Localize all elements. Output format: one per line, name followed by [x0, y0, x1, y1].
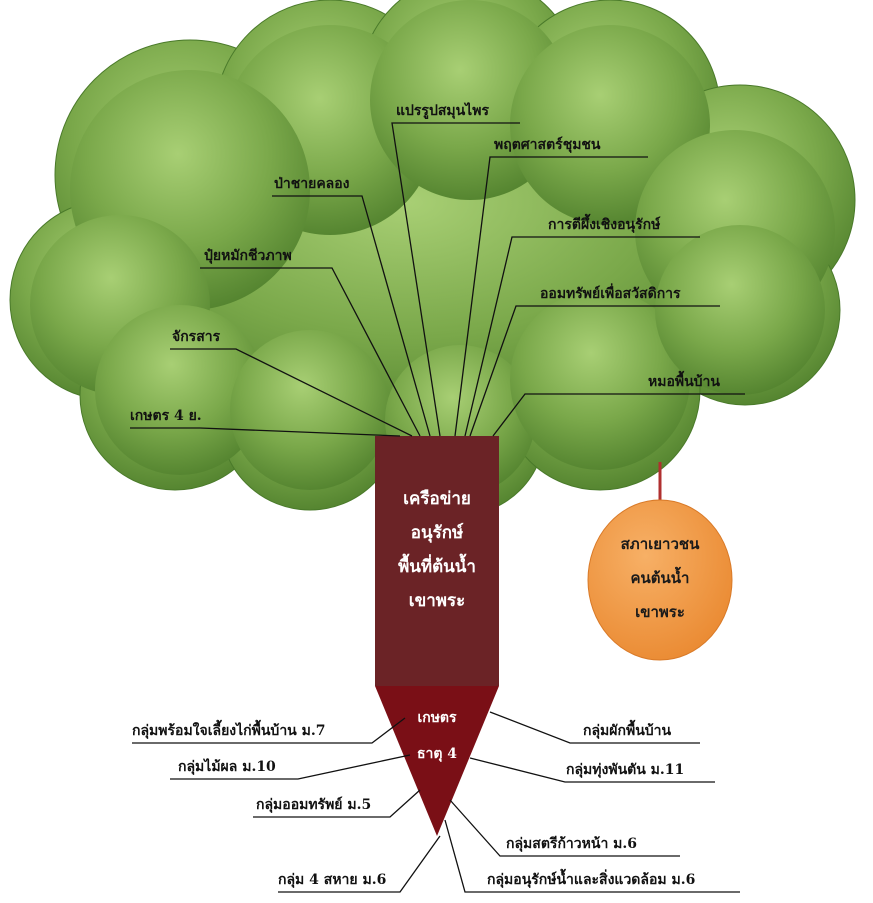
root-line-r1 — [132, 717, 406, 744]
branch-label-local-healer: หมอพื้นบ้าน — [648, 374, 720, 390]
branch-label-canal-forest: ป่าชายคลอง — [274, 176, 350, 192]
circle-label-line-2: คนต้นน้ำ — [630, 569, 690, 587]
trunk-label: เครือข่าย อนุรักษ์ พื้นที่ต้นน้ำ เขาพระ — [375, 482, 499, 618]
circle-label-line-1: สภาเยาวชน — [620, 535, 700, 553]
root-line-r7 — [278, 835, 441, 893]
root-label-fruit-group: กลุ่มไม้ผล ม.10 — [178, 759, 276, 775]
root-label-chicken-group: กลุ่มพร้อมใจเลี้ยงไก่พื้นบ้าน ม.7 — [132, 723, 326, 739]
trunk-label-line-3: พื้นที่ต้นน้ำ — [398, 557, 476, 577]
root-lines — [132, 711, 740, 893]
branch-line-b2 — [454, 156, 648, 437]
branch-line-b3 — [272, 195, 431, 437]
root-label-women-group: กลุ่มสตรีก้าวหน้า ม.6 — [506, 836, 638, 852]
circle-label: สภาเยาวชน คนต้นน้ำ เขาพระ — [588, 527, 732, 629]
branch-label-agriculture-4y: เกษตร 4 ย. — [130, 408, 202, 424]
circle-label-line-3: เขาพระ — [635, 603, 685, 621]
root-label-line-1: เกษตร — [417, 710, 457, 726]
branch-label-welfare-savings: ออมทรัพย์เพื่อสวัสดิการ — [540, 286, 681, 302]
root-label-vegetable-group: กลุ่มผักพื้นบ้าน — [583, 723, 672, 739]
root-line-r6 — [449, 799, 680, 857]
branch-line-b5 — [200, 267, 421, 437]
branch-line-b9 — [130, 427, 401, 437]
tree-trunk — [375, 436, 499, 686]
root-line-r8 — [444, 819, 740, 893]
root-line-r2 — [489, 711, 700, 744]
branch-line-b7 — [170, 348, 413, 437]
trunk-label-line-1: เครือข่าย — [403, 489, 471, 509]
youth-council-circle — [587, 499, 733, 661]
branch-label-bio-compost: ปุ๋ยหมักชีวภาพ — [204, 248, 292, 264]
branch-label-community-ethnobotany: พฤตศาสตร์ชุมชน — [494, 137, 601, 153]
root-label-water-environment-group: กลุ่มอนุรักษ์น้ำและสิ่งแวดล้อม ม.6 — [487, 872, 696, 888]
branch-line-b8 — [492, 393, 745, 437]
root-line-r3 — [170, 754, 411, 780]
trunk-label-line-4: เขาพระ — [408, 591, 466, 611]
root-label: เกษตร ธาตุ 4 — [375, 700, 499, 772]
root-line-r5 — [253, 789, 421, 818]
root-label-thungphantan-group: กลุ่มทุ่งพันตัน ม.11 — [566, 762, 685, 778]
root-triangle — [375, 686, 499, 836]
root-line-r4 — [469, 757, 715, 783]
branch-line-b6 — [469, 305, 720, 437]
branch-label-conservation-beekeeping: การตีผึ้งเชิงอนุรักษ์ — [548, 217, 661, 233]
root-label-savings-group: กลุ่มออมทรัพย์ ม.5 — [256, 797, 372, 813]
branch-line-b1 — [391, 122, 520, 437]
trunk-label-line-2: อนุรักษ์ — [410, 523, 464, 543]
branch-lines — [130, 122, 745, 437]
root-label-four-friends-group: กลุ่ม 4 สหาย ม.6 — [278, 872, 387, 888]
root-label-line-2: ธาตุ 4 — [416, 746, 458, 762]
branch-line-b4 — [464, 236, 700, 437]
branch-label-jaksan: จักรสาร — [172, 329, 221, 345]
branch-label-herbal-processing: แปรรูปสมุนไพร — [396, 103, 489, 119]
